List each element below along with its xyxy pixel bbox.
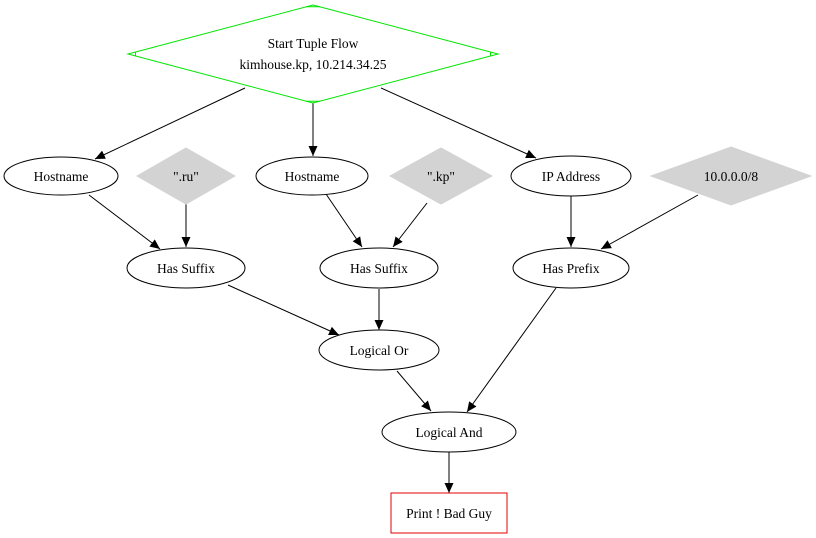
node-subnet-literal[interactable]: 10.0.0.0/8 xyxy=(649,146,813,206)
node-has-prefix[interactable]: Has Prefix xyxy=(512,247,630,289)
node-start-tuple-flow[interactable]: Start Tuple Flow kimhouse.kp, 10.214.34.… xyxy=(126,4,500,104)
print-sink-label: Print ! Bad Guy xyxy=(406,506,492,521)
logical-or-ellipse xyxy=(318,329,440,371)
node-has-suffix-mid[interactable]: Has Suffix xyxy=(319,247,439,289)
ip-address-ellipse xyxy=(510,155,632,197)
edge-start-to-hostname-left xyxy=(94,87,246,160)
edge-has-suffix-left-to-logical-or xyxy=(227,284,340,336)
node-kp-literal[interactable]: ".kp" xyxy=(388,147,494,205)
hostname-left-label: Hostname xyxy=(34,169,89,184)
ru-literal-diamond xyxy=(135,147,237,205)
subnet-literal-diamond xyxy=(649,146,813,206)
kp-literal-label: ".kp" xyxy=(427,169,455,184)
subnet-literal-label: 10.0.0.0/8 xyxy=(704,169,759,184)
hostname-mid-ellipse xyxy=(255,156,369,196)
has-suffix-left-ellipse xyxy=(126,247,246,289)
has-suffix-left-label: Has Suffix xyxy=(157,261,215,276)
node-has-suffix-left[interactable]: Has Suffix xyxy=(126,247,246,289)
node-ip-address[interactable]: IP Address xyxy=(510,155,632,197)
kp-literal-diamond xyxy=(388,147,494,205)
node-print-sink[interactable]: Print ! Bad Guy xyxy=(390,492,508,534)
logical-and-label: Logical And xyxy=(415,425,482,440)
ru-literal-label: ".ru" xyxy=(173,169,199,184)
start-title-label: Start Tuple Flow xyxy=(268,36,359,51)
node-ru-literal[interactable]: ".ru" xyxy=(135,147,237,205)
start-tuple-label: kimhouse.kp, 10.214.34.25 xyxy=(240,57,387,72)
hostname-mid-label: Hostname xyxy=(285,169,340,184)
logical-or-label: Logical Or xyxy=(350,343,409,358)
node-logical-or[interactable]: Logical Or xyxy=(318,329,440,371)
edge-hostname-mid-to-has-suffix-mid xyxy=(325,193,363,248)
has-suffix-mid-ellipse xyxy=(319,247,439,289)
edge-kp-to-has-suffix-mid xyxy=(392,202,428,248)
node-logical-and[interactable]: Logical And xyxy=(381,411,517,453)
start-diamond xyxy=(126,4,500,104)
has-suffix-mid-label: Has Suffix xyxy=(350,261,408,276)
edge-has-prefix-to-logical-and xyxy=(466,287,557,413)
edges xyxy=(88,87,699,493)
node-hostname-left[interactable]: Hostname xyxy=(3,156,119,196)
edge-hostname-left-to-has-suffix-left xyxy=(88,194,161,250)
logical-and-ellipse xyxy=(381,411,517,453)
hostname-left-ellipse xyxy=(3,156,119,196)
edge-logical-or-to-logical-and xyxy=(396,370,432,412)
has-prefix-ellipse xyxy=(512,247,630,289)
has-prefix-label: Has Prefix xyxy=(542,261,600,276)
ip-address-label: IP Address xyxy=(542,169,600,184)
edge-subnet-to-has-prefix xyxy=(600,194,699,250)
start-diamond-accents xyxy=(135,6,491,102)
node-hostname-mid[interactable]: Hostname xyxy=(255,156,369,196)
print-sink-box xyxy=(390,492,508,534)
edge-start-to-ip-address xyxy=(380,87,537,159)
